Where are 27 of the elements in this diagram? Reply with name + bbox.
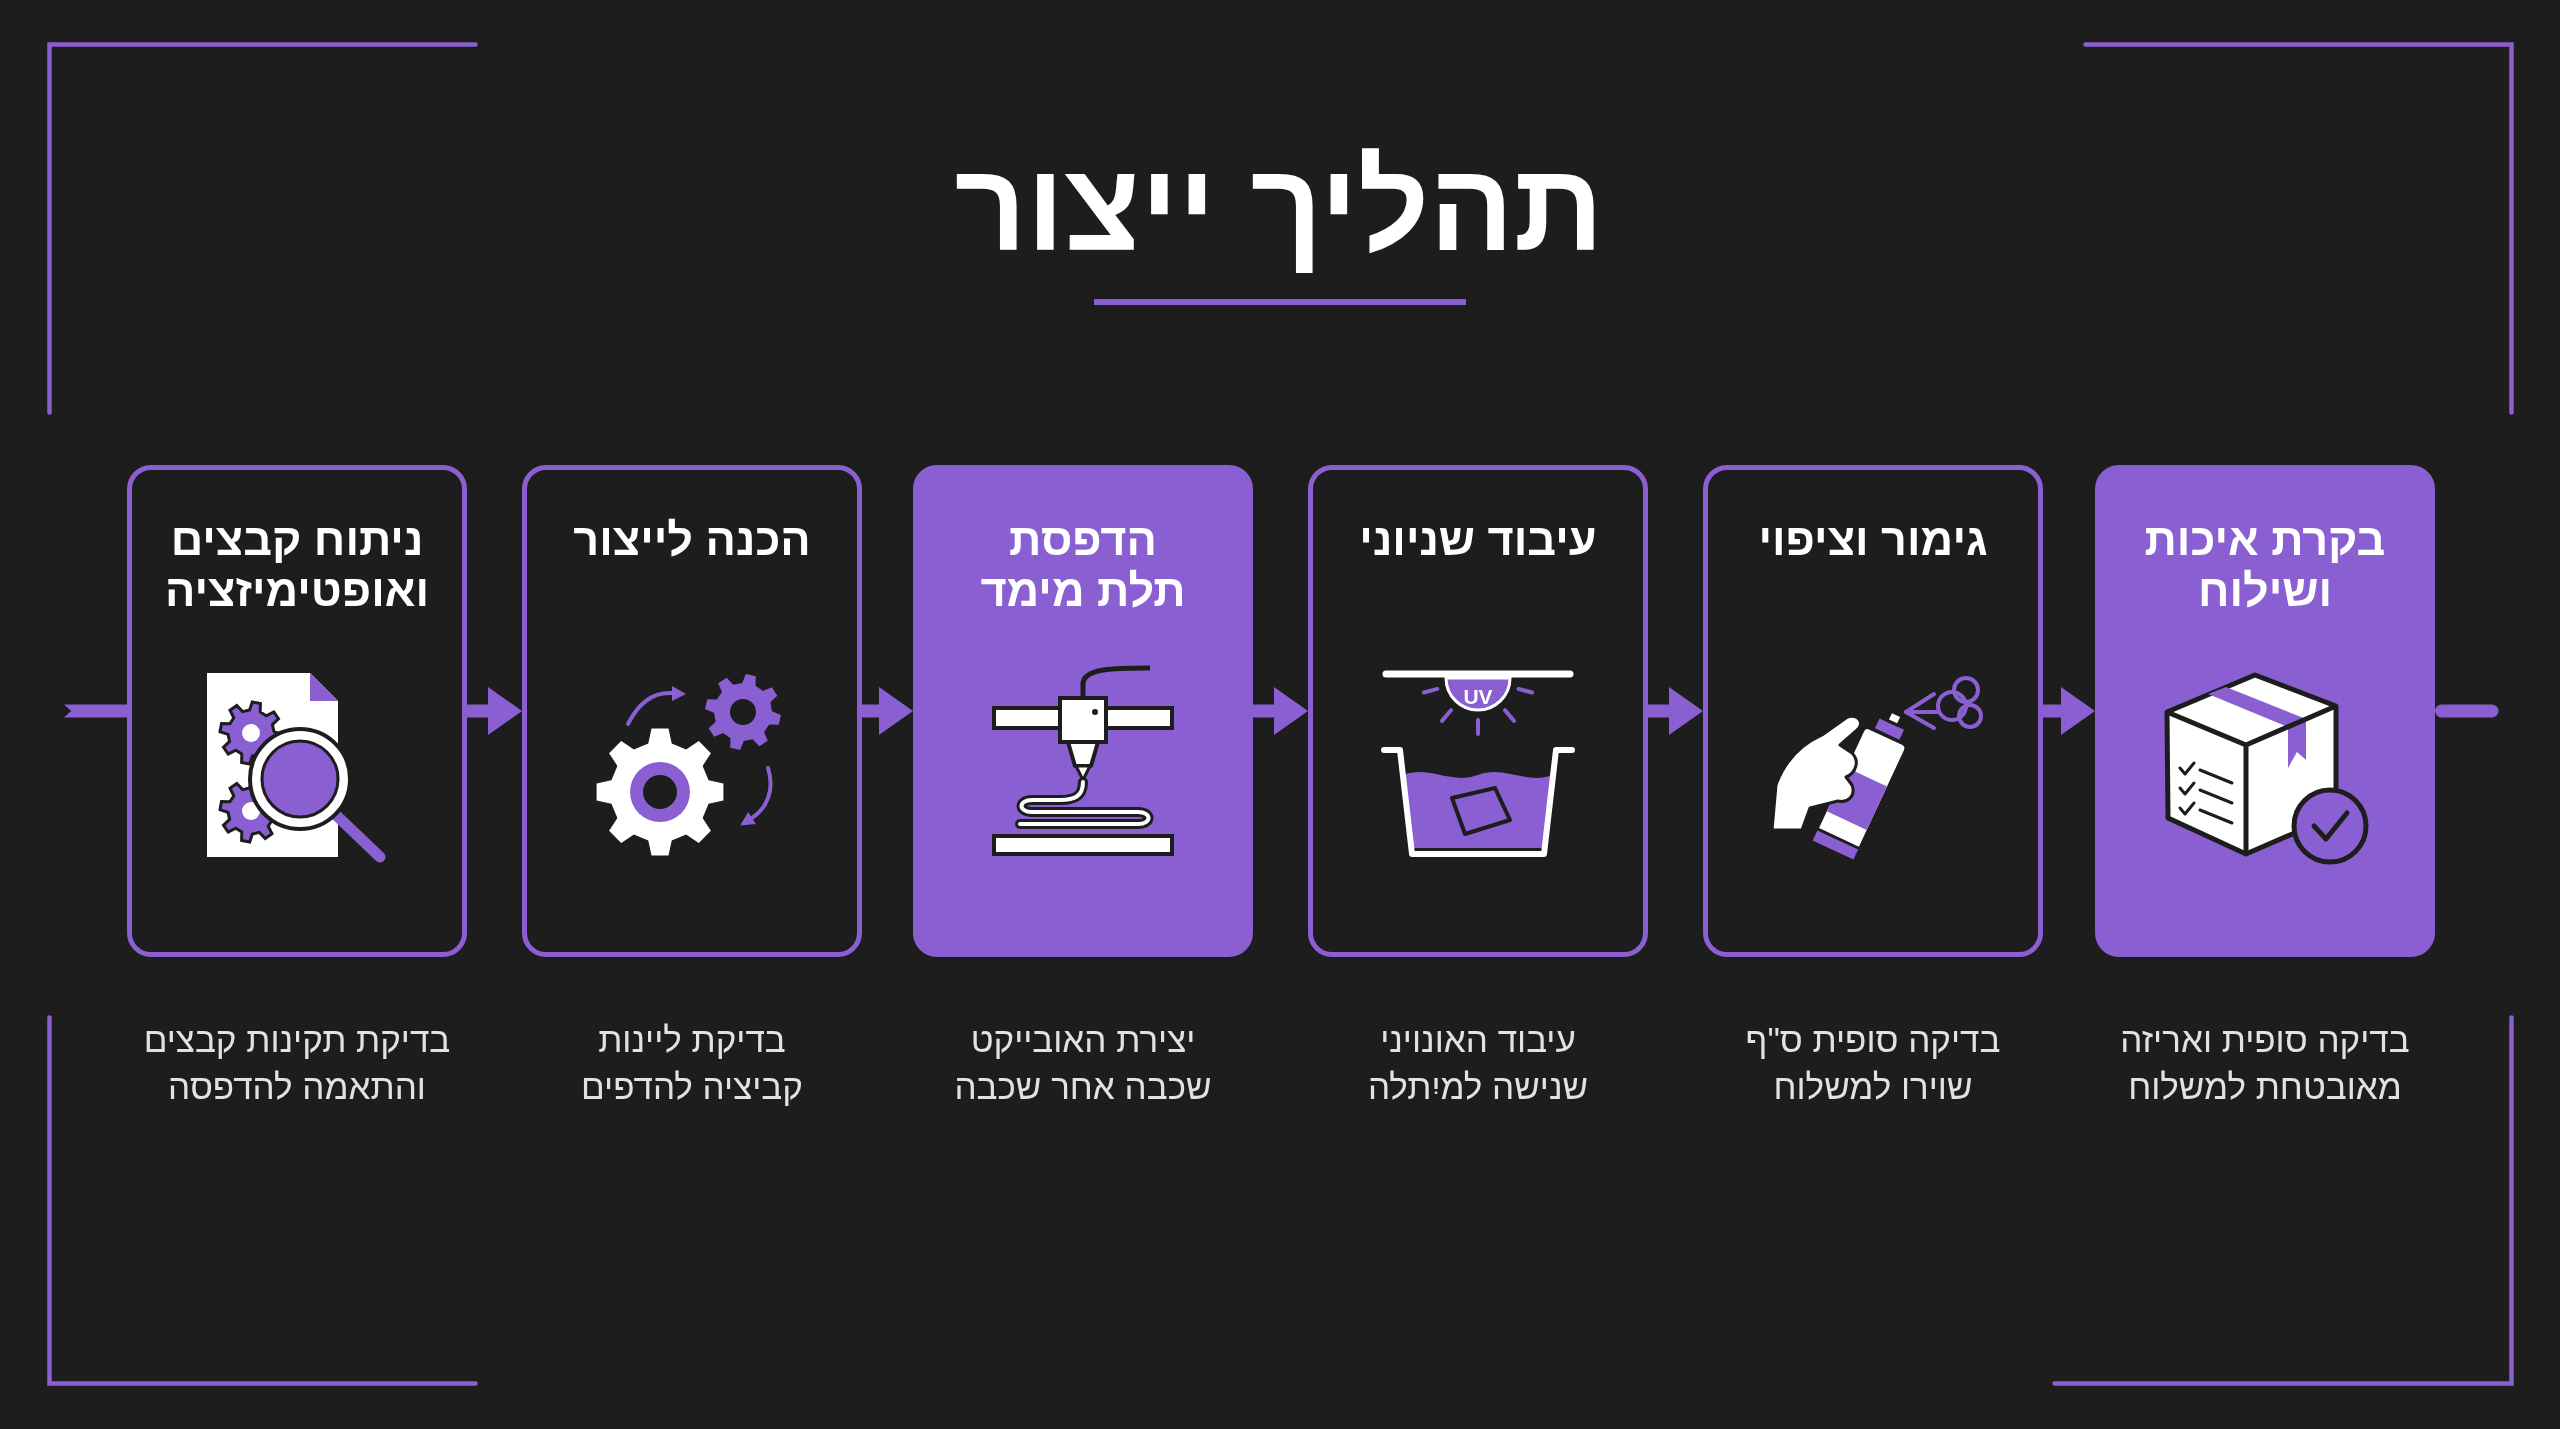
step-description: יצירת האובייקט שכבה אחר שכבה	[953, 1019, 1213, 1108]
title: תהליך ייצור	[954, 142, 1604, 272]
step-description: עיבוד האונויני שנישה למיִתלה	[1366, 1019, 1590, 1108]
step-heading: ניתוח קבצים ואופטימיזציה	[164, 514, 430, 616]
step-description: בדיקה סופית ס"ף שוירו למשלוח	[1744, 1019, 2002, 1108]
step-description: בדיקה סופית ואריזה מאובטחת למשלוח	[2119, 1019, 2411, 1108]
arrow	[2043, 687, 2095, 735]
step-heading: הכנה לייצור	[573, 514, 811, 565]
step-box	[1703, 465, 2043, 957]
step-heading: הדפסת תלת מימד	[979, 514, 1187, 616]
arrow	[1253, 687, 1308, 735]
step-box	[2095, 465, 2435, 957]
arrow	[1648, 687, 1703, 735]
step-box	[1308, 465, 1648, 957]
step-box	[522, 465, 862, 957]
step-description: בדיקת תקינות קבצים והתאמה להדפסה	[142, 1019, 452, 1108]
arrow	[862, 687, 913, 735]
arrow	[467, 687, 522, 735]
step-box	[127, 465, 467, 957]
icon-label: UV	[1463, 686, 1493, 708]
connector-line	[64, 704, 127, 718]
step-heading: גימור וציפוי	[1758, 514, 1988, 565]
connector-line	[2435, 704, 2499, 718]
step-heading: בקרת איכות ושילוח	[2143, 514, 2387, 616]
step-box	[913, 465, 1253, 957]
step-description: בדיקת ליינות קביציה להדפים	[580, 1019, 804, 1108]
step-heading: עיבוד שניוני	[1359, 514, 1597, 565]
